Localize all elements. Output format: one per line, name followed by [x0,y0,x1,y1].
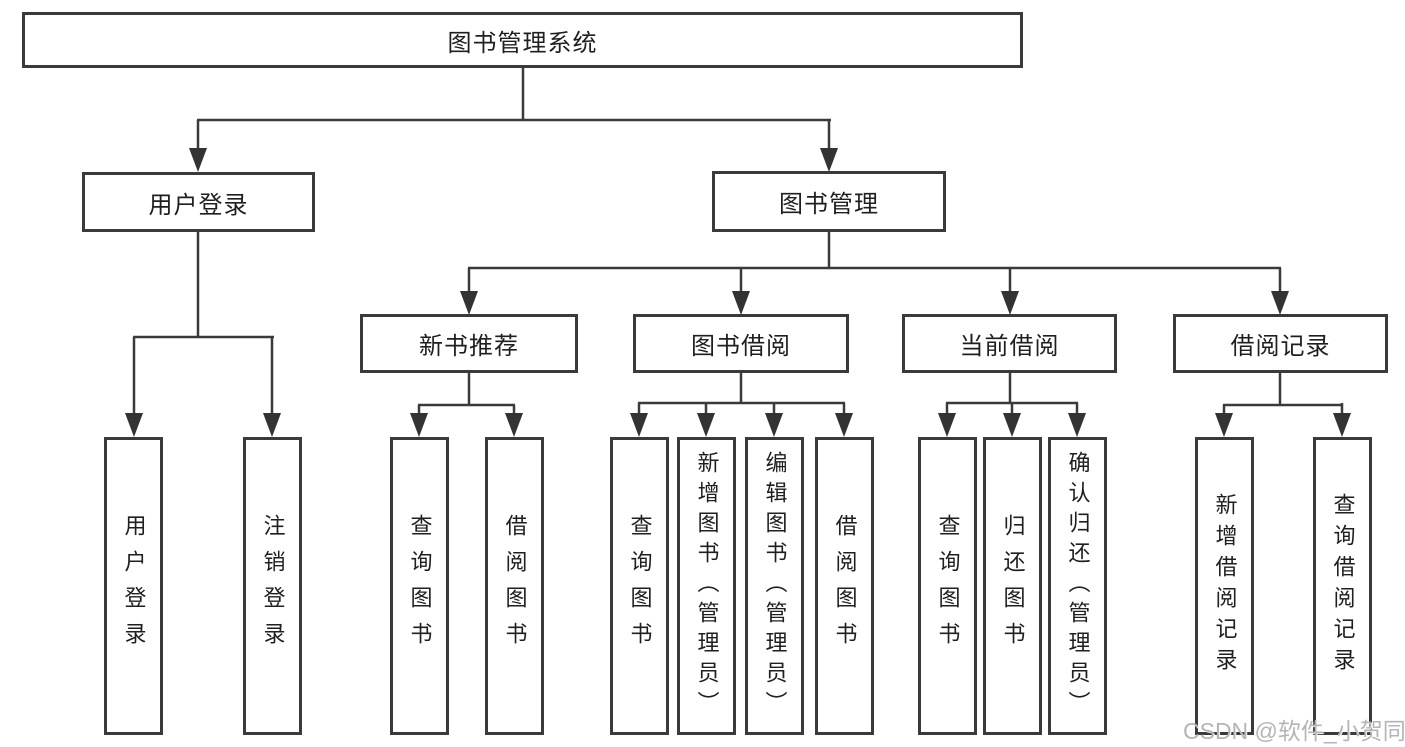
new-book-recommend-label: 新书推荐 [419,333,519,360]
borrowing-records-node: 借阅记录 [1173,314,1388,373]
borrowing-records-label: 借阅记录 [1230,333,1331,360]
leaf-user-login: 用户登录 [104,437,163,735]
leaf-add-borrow-record-label: 新增借阅记录 [1212,493,1238,679]
current-borrowing-node: 当前借阅 [902,314,1117,373]
leaf-return-books-label: 归还图书 [1000,514,1026,658]
leaf-query-books-current: 查询图书 [918,437,977,735]
connector-lines [132,68,1344,415]
new-book-recommend-node: 新书推荐 [360,314,578,373]
leaf-query-books-recommend: 查询图书 [390,437,449,735]
leaf-borrow-books-label: 借阅图书 [832,514,858,658]
book-borrowing-label: 图书借阅 [691,333,791,360]
leaf-borrow-books-recommend-label: 借阅图书 [502,514,528,658]
leaf-return-books: 归还图书 [983,437,1042,735]
leaf-logout-login-label: 注销登录 [260,514,286,658]
user-login-node: 用户登录 [82,172,315,232]
leaf-query-books-borrowing-label: 查询图书 [627,514,653,658]
leaf-borrow-books-recommend: 借阅图书 [485,437,544,735]
csdn-watermark: CSDN @软件_小贺同学 [1183,718,1405,744]
leaf-confirm-return-admin-label: 确认归还（管理员） [1065,451,1091,721]
book-management-node-label: 图书管理 [779,191,879,218]
leaf-query-borrow-record: 查询借阅记录 [1313,437,1372,735]
leaf-edit-books-admin-label: 编辑图书（管理员） [762,451,788,721]
connector-arrowheads [125,148,1351,437]
root-node: 图书管理系统 [22,12,1023,68]
leaf-confirm-return-admin: 确认归还（管理员） [1048,437,1107,735]
leaf-query-borrow-record-label: 查询借阅记录 [1330,493,1356,679]
leaf-query-books-borrowing: 查询图书 [610,437,669,735]
book-borrowing-node: 图书借阅 [633,314,849,373]
leaf-query-books-current-label: 查询图书 [935,514,961,658]
user-login-node-label: 用户登录 [148,191,249,219]
leaf-add-borrow-record: 新增借阅记录 [1195,437,1254,735]
leaf-logout-login: 注销登录 [243,437,302,735]
leaf-borrow-books: 借阅图书 [815,437,874,735]
current-borrowing-label: 当前借阅 [959,333,1060,360]
leaf-edit-books-admin: 编辑图书（管理员） [745,437,804,735]
leaf-add-books-admin-label: 新增图书（管理员） [694,451,720,721]
leaf-user-login-label: 用户登录 [121,514,147,658]
leaf-add-books-admin: 新增图书（管理员） [677,437,736,735]
book-management-node: 图书管理 [712,171,946,232]
root-node-label: 图书管理系统 [447,29,598,57]
leaf-query-books-recommend-label: 查询图书 [407,514,433,658]
